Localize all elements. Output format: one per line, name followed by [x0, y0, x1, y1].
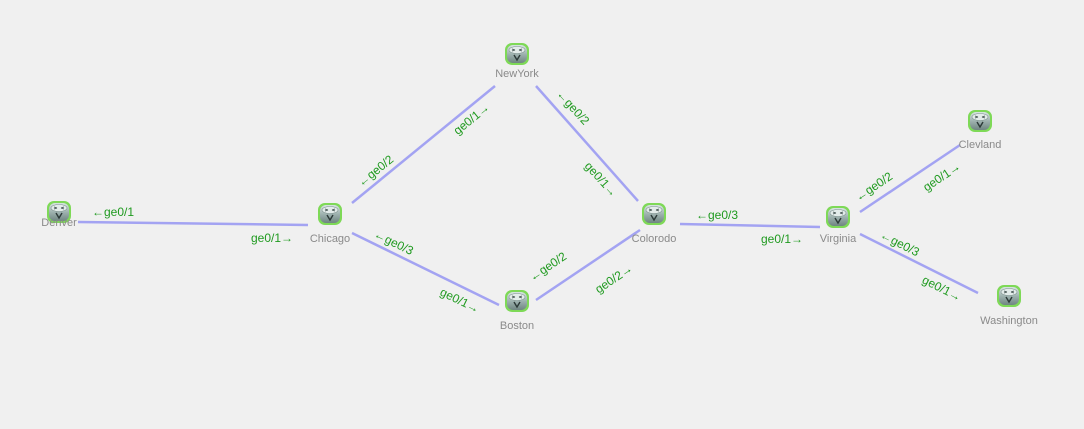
port-label: ←ge0/2 — [554, 87, 593, 128]
node-washington[interactable]: Washington — [980, 285, 1038, 327]
port-label: ge0/1→ — [920, 273, 964, 305]
link-virginia-washington[interactable] — [859, 232, 979, 295]
router-icon[interactable] — [47, 201, 71, 223]
link-chicago-newyork[interactable] — [351, 85, 496, 204]
node-label: Virginia — [820, 233, 857, 245]
node-clevland[interactable]: Clevland — [959, 110, 1002, 151]
link-newyork-colorodo[interactable] — [535, 85, 639, 202]
node-chicago[interactable]: Chicago — [310, 203, 350, 245]
link-virginia-clevland[interactable] — [859, 143, 961, 214]
router-icon[interactable] — [318, 203, 342, 225]
node-colorodo[interactable]: Colorodo — [632, 203, 677, 245]
port-label: ge0/1→ — [438, 285, 482, 316]
link-denver-chicago[interactable] — [77, 220, 309, 227]
port-label: ←ge0/2 — [852, 169, 895, 204]
port-label: ←ge0/3 — [696, 208, 738, 222]
port-label: ge0/1→ — [582, 159, 621, 200]
node-label: Boston — [500, 320, 534, 332]
router-icon[interactable] — [642, 203, 666, 225]
node-label: Chicago — [310, 233, 350, 245]
node-label: Clevland — [959, 139, 1002, 151]
node-label: Colorodo — [632, 233, 677, 245]
port-label: ge0/2→ — [592, 261, 635, 296]
router-icon[interactable] — [505, 43, 529, 65]
port-label: ge0/1→ — [251, 231, 293, 245]
port-label: ←ge0/2 — [526, 249, 569, 284]
node-newyork[interactable]: NewYork — [495, 43, 539, 80]
port-label: ←ge0/1 — [92, 205, 134, 219]
link-chicago-boston[interactable] — [351, 231, 500, 307]
port-label: ge0/1→ — [920, 159, 963, 194]
router-icon[interactable] — [997, 285, 1021, 307]
router-icon[interactable] — [968, 110, 992, 132]
link-boston-colorodo[interactable] — [535, 228, 641, 302]
node-denver[interactable]: Denver — [41, 201, 77, 229]
node-label: Washington — [980, 315, 1038, 327]
node-boston[interactable]: Boston — [500, 290, 534, 332]
router-icon[interactable] — [505, 290, 529, 312]
node-label: NewYork — [495, 68, 539, 80]
port-label: ge0/1→ — [761, 232, 803, 246]
node-label: Denver — [41, 217, 77, 229]
node-virginia[interactable]: Virginia — [820, 206, 857, 245]
link-colorodo-virginia[interactable] — [679, 222, 821, 229]
router-icon[interactable] — [826, 206, 850, 228]
